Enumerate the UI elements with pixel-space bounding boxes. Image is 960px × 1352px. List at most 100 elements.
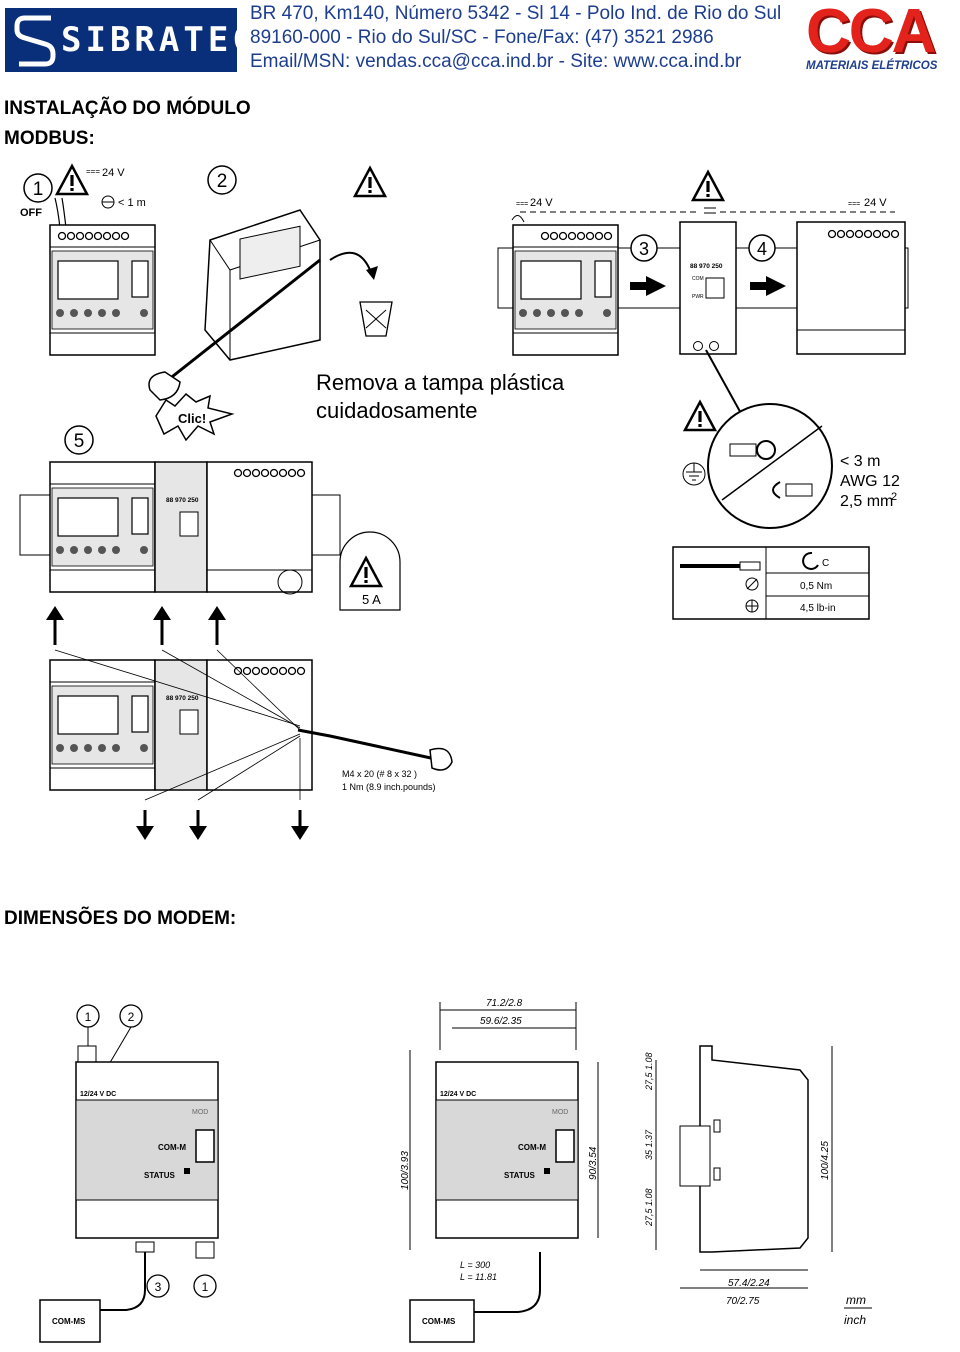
step-5-figure: 5 Clic! 88 970 250 5 A: [19, 392, 401, 611]
svg-text:===: ===: [516, 201, 528, 208]
svg-text:1: 1: [85, 1010, 92, 1024]
plc-panel: [49, 659, 156, 791]
install-title-line1: INSTALAÇÃO DO MÓDULO: [4, 98, 251, 119]
dim-height-outer: 100/3.93: [400, 1151, 411, 1190]
svg-text:PWR: PWR: [692, 294, 704, 300]
address-line-2: 89160-000 - Rio do Sul/SC - Fone/Fax: (4…: [250, 27, 714, 48]
dim-width-inner: 59.6/2.35: [480, 1016, 522, 1027]
modem-front-view: 1 2 12/24 V DC MOD COM-M STATUS 3 1 COM-…: [39, 1004, 219, 1343]
torque-nm: 0,5 Nm: [800, 581, 832, 592]
screw-spec: M4 x 20 (# 8 x 32 ): [342, 769, 417, 779]
fuse-label: 5 A: [362, 592, 381, 607]
warning-triangle-icon: [55, 164, 89, 196]
dim-depth-inner: 57.4/2.24: [728, 1278, 770, 1289]
svg-text:COM-M: COM-M: [518, 1143, 546, 1152]
svg-text:3: 3: [155, 1280, 162, 1294]
install-title-line2: MODBUS:: [4, 128, 95, 149]
dimensions-title: DIMENSÕES DO MODEM:: [4, 908, 237, 929]
sibratec-s-icon: [14, 15, 56, 67]
modem-side-view: 27,5 1.08 35 1.37 27,5 1.08 100/4.25 57.…: [644, 1045, 872, 1327]
sibratec-logo: SIBRATEC: [5, 8, 253, 72]
step-1-number: 1: [33, 179, 44, 200]
torque-table: C 0,5 Nm 4,5 lb-in: [672, 546, 870, 620]
svg-text:MOD: MOD: [192, 1109, 208, 1116]
svg-text:2: 2: [128, 1010, 135, 1024]
svg-text:COM: COM: [692, 276, 704, 282]
step-5-number: 5: [74, 431, 85, 452]
screwdriver-icon: [297, 728, 441, 762]
plc-step5: [49, 461, 156, 593]
svg-text:COM-M: COM-M: [158, 1143, 186, 1152]
address-line-3: Email/MSN: vendas.cca@cca.ind.br - Site:…: [250, 51, 742, 72]
svg-text:1: 1: [202, 1280, 209, 1294]
svg-text:STATUS: STATUS: [504, 1171, 535, 1180]
dimensions-diagram: 1 2 12/24 V DC MOD COM-M STATUS 3 1 COM-…: [39, 998, 872, 1343]
screw-torque: 1 Nm (8.9 inch.pounds): [342, 782, 436, 792]
dim-side-bot: 27,5 1.08: [644, 1188, 654, 1227]
cable-length-in: L = 11.81: [460, 1272, 497, 1282]
svg-text:88 970 250: 88 970 250: [166, 497, 199, 504]
address-line-1: BR 470, Km140, Número 5342 - Sl 14 - Pol…: [250, 3, 782, 24]
unit-mm: mm: [846, 1293, 866, 1307]
warning-triangle-icon: [683, 400, 717, 432]
arrow-right-icon: [750, 276, 786, 296]
install-diagram: 1 === 24 V OFF < 1 m 2 === 24 V ==: [19, 164, 909, 840]
cca-logo-subtitle: MATERIAIS ELÉTRICOS: [806, 60, 938, 72]
section-label: 2,5 mm: [840, 493, 893, 510]
step-4-number: 4: [757, 239, 767, 259]
remove-cover-note-1: Remova a tampa plástica: [316, 370, 565, 395]
rotation-icon: [802, 551, 819, 570]
clic-burst-icon: [155, 392, 235, 442]
dc-symbol: ===: [86, 167, 100, 176]
svg-text:88 970 250: 88 970 250: [166, 695, 199, 702]
ground-icon: [101, 195, 115, 209]
cca-logo: CCA MATERIAIS ELÉTRICOS: [800, 0, 958, 74]
screwdriver-icon: [680, 564, 740, 568]
dim-side-mid: 35 1.37: [644, 1129, 654, 1160]
warning-triangle-icon: [691, 170, 725, 202]
dim-side-top: 27,5 1.08: [644, 1052, 654, 1091]
page-header: SIBRATEC BR 470, Km140, Número 5342 - Sl…: [0, 0, 960, 76]
modem-front-dims: 71.2/2.8 59.6/2.35 12/24 V DC MOD COM-M …: [400, 998, 599, 1343]
off-label: OFF: [20, 207, 42, 219]
ground-symbol-icon: [682, 462, 706, 486]
cable-length-label: < 3 m: [840, 453, 880, 470]
svg-text:12/24 V DC: 12/24 V DC: [440, 1091, 476, 1098]
torque-lbin: 4,5 lb-in: [800, 603, 836, 614]
arrow-left-icon: [630, 276, 666, 296]
step-3-4-figure: === 24 V === 24 V 88 970 250 COM PWR 3 4: [497, 170, 909, 427]
svg-text:2: 2: [891, 491, 897, 503]
cable-length-mm: L = 300: [460, 1260, 490, 1270]
warning-triangle-icon: [349, 556, 383, 588]
panel-mount-figure: 88 970 250 M4 x 20 (# 8 x 32 ) 1 Nm (8.9…: [46, 606, 453, 840]
dim-height-inner: 90/3.54: [588, 1146, 599, 1180]
unit-inch: inch: [844, 1313, 866, 1327]
svg-text:COM-MS: COM-MS: [52, 1317, 86, 1326]
awg-label: AWG 12: [840, 473, 900, 490]
step-2-number: 2: [217, 171, 228, 192]
ground-distance-label: < 1 m: [118, 197, 146, 209]
warning-triangle-icon: [353, 166, 387, 198]
wiring-detail: < 3 m AWG 12 2,5 mm 2: [682, 400, 900, 529]
clic-label: Clic!: [178, 411, 206, 426]
svg-text:12/24 V DC: 12/24 V DC: [80, 1091, 116, 1098]
svg-text:===: ===: [848, 201, 860, 208]
svg-text:COM-MS: COM-MS: [422, 1317, 456, 1326]
cca-logo-text: CCA: [806, 0, 936, 66]
dim-width-total: 71.2/2.8: [486, 998, 523, 1009]
dim-side-height: 100/4.25: [820, 1141, 831, 1180]
step-3-number: 3: [639, 239, 649, 259]
svg-text:STATUS: STATUS: [144, 1171, 175, 1180]
sibratec-logo-text: SIBRATEC: [61, 20, 257, 60]
svg-text:MOD: MOD: [552, 1109, 568, 1116]
slot-screw-icon: [745, 577, 759, 591]
svg-text:88 970 250: 88 970 250: [690, 263, 723, 270]
voltage-label-left: 24 V: [530, 197, 553, 209]
dim-depth-total: 70/2.75: [726, 1296, 760, 1307]
svg-text:C: C: [822, 558, 829, 569]
step-2-figure: 2: [148, 165, 393, 401]
plc-step3: [512, 224, 619, 356]
step-1-figure: 1 === 24 V OFF < 1 m: [20, 164, 156, 356]
voltage-label-right: 24 V: [864, 197, 887, 209]
plc-step1: [49, 224, 156, 356]
